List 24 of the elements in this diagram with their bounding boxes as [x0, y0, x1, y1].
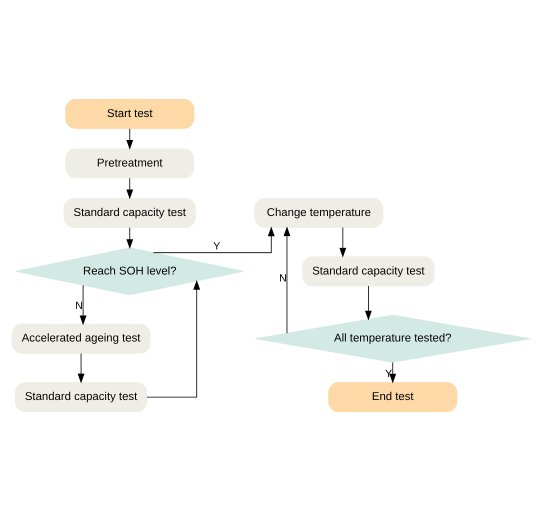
arrow: [284, 226, 290, 334]
arrow: [365, 285, 372, 320]
node-box: Change temperature: [254, 197, 384, 228]
arrow: [126, 226, 134, 248]
edge-label: N: [279, 272, 287, 284]
node-box: Standard capacity test: [14, 382, 148, 412]
node-box: End test: [328, 382, 458, 412]
edge-label: Y: [385, 367, 392, 380]
arrow: [389, 362, 396, 383]
node-box: Standard capacity test: [64, 197, 196, 228]
node-box: Standard capacity test: [302, 256, 435, 286]
arrow: [78, 352, 84, 383]
arrow: [126, 177, 134, 199]
arrow: [146, 279, 200, 398]
arrow: [153, 226, 275, 253]
edge-label: N: [75, 300, 83, 312]
arrow: [80, 284, 86, 325]
arrow: [339, 226, 346, 258]
arrow: [126, 128, 134, 150]
node-diamond: Reach SOH level?: [16, 246, 244, 295]
node-box: Start test: [65, 98, 194, 128]
node-diamond: All temperature tested?: [255, 314, 530, 362]
node-box: Accelerated ageing test: [12, 323, 150, 354]
node-box: Pretreatment: [65, 148, 194, 178]
